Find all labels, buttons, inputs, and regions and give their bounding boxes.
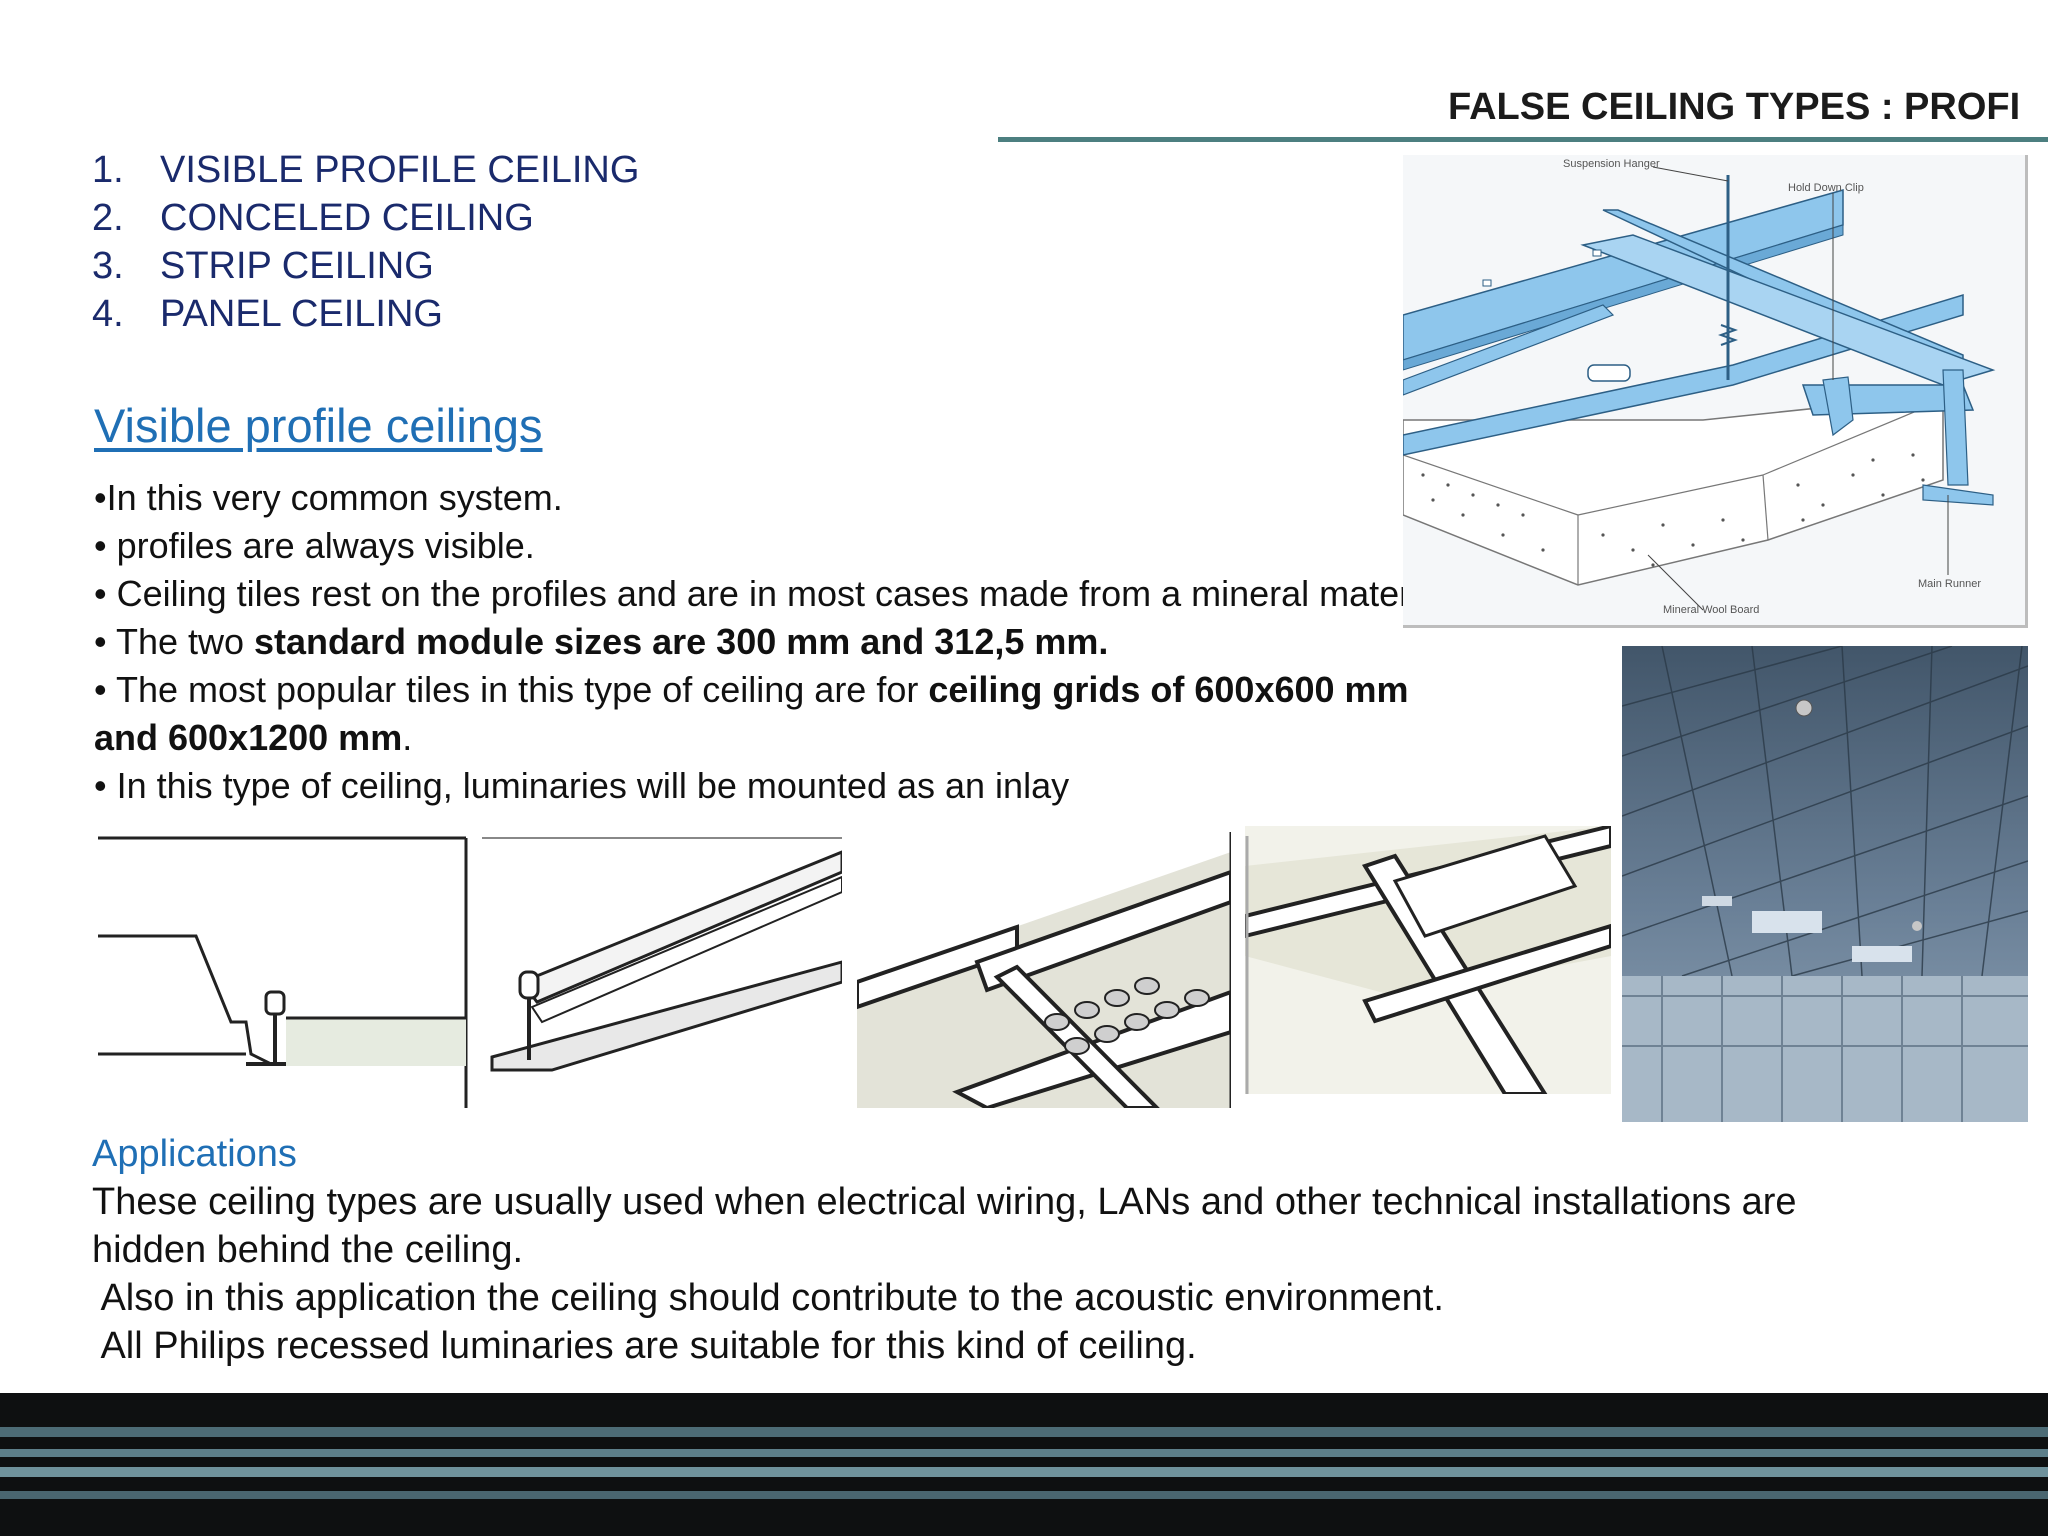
- applications-heading: Applications: [92, 1133, 297, 1175]
- slide-title: FALSE CEILING TYPES : PROFI: [1448, 86, 2021, 128]
- ceiling-grid-diagram: Suspension Hanger Hold Down Clip Main Ru…: [1403, 155, 2028, 628]
- diagram-label-runner: Main Runner: [1918, 578, 1981, 590]
- bullet-text: .: [402, 717, 413, 758]
- bullet-item: •In this very common system.: [94, 477, 563, 518]
- list-label: CONCELED CEILING: [160, 197, 534, 239]
- footer-stripe: [0, 1467, 2048, 1477]
- list-item: 3. STRIP CEILING: [92, 242, 639, 290]
- bullet-bold-text: and 600x1200 mm: [94, 717, 403, 758]
- footer-band: [0, 1393, 2048, 1536]
- list-item: 1. VISIBLE PROFILE CEILING: [92, 146, 639, 194]
- list-label: STRIP CEILING: [160, 245, 434, 287]
- bullet-item: • profiles are always visible.: [94, 525, 535, 566]
- bullet-item: • The most popular tiles in this type of…: [94, 666, 1654, 714]
- profile-section-sketch: [96, 832, 470, 1108]
- bullet-item: • In this type of ceiling, luminaries wi…: [94, 765, 1070, 806]
- footer-stripe: [0, 1449, 2048, 1457]
- title-rule: [998, 137, 2048, 142]
- section-heading: Visible profile ceilings: [94, 399, 543, 452]
- bullet-item: and 600x1200 mm.: [94, 714, 1654, 762]
- tee-profile-sketch: [482, 832, 842, 1108]
- bullet-item: • The two standard module sizes are 300 …: [94, 618, 1654, 666]
- diagram-label-clip: Hold Down Clip: [1788, 182, 1864, 194]
- bullet-item: • Ceiling tiles rest on the profiles and…: [94, 573, 1458, 614]
- applications-text: These ceiling types are usually used whe…: [92, 1178, 1992, 1370]
- diagram-label-board: Mineral Wool Board: [1663, 604, 1759, 616]
- grid-intersection-sketch: [1245, 826, 1611, 1094]
- bullet-list: •In this very common system. • profiles …: [94, 474, 1654, 810]
- footer-stripe: [0, 1427, 2048, 1437]
- ceiling-types-list: 1. VISIBLE PROFILE CEILING 2. CONCELED CEI…: [92, 146, 639, 338]
- bullet-bold-text: ceiling grids of 600x600 mm: [928, 669, 1409, 710]
- bullet-text: • The most popular tiles in this type of…: [94, 669, 929, 710]
- bullet-bold-text: standard module sizes are 300 mm and 312…: [254, 621, 1109, 662]
- applications-line: hidden behind the ceiling.: [92, 1229, 524, 1271]
- diagram-label-hanger: Suspension Hanger: [1563, 158, 1660, 170]
- grid-tile-sketch: [857, 832, 1231, 1108]
- footer-stripe: [0, 1491, 2048, 1499]
- list-label: VISIBLE PROFILE CEILING: [160, 149, 640, 191]
- list-number: 4.: [92, 293, 124, 335]
- ceiling-photo: [1622, 646, 2028, 1122]
- applications-line: Also in this application the ceiling sho…: [92, 1277, 1444, 1319]
- list-label: PANEL CEILING: [160, 293, 443, 335]
- list-item: 2. CONCELED CEILING: [92, 194, 639, 242]
- bullet-text: • The two: [94, 621, 255, 662]
- list-number: 3.: [92, 245, 124, 287]
- list-item: 4. PANEL CEILING: [92, 290, 639, 338]
- applications-line: All Philips recessed luminaries are suit…: [92, 1325, 1197, 1367]
- applications-line: These ceiling types are usually used whe…: [92, 1181, 1797, 1223]
- list-number: 2.: [92, 197, 124, 239]
- list-number: 1.: [92, 149, 124, 191]
